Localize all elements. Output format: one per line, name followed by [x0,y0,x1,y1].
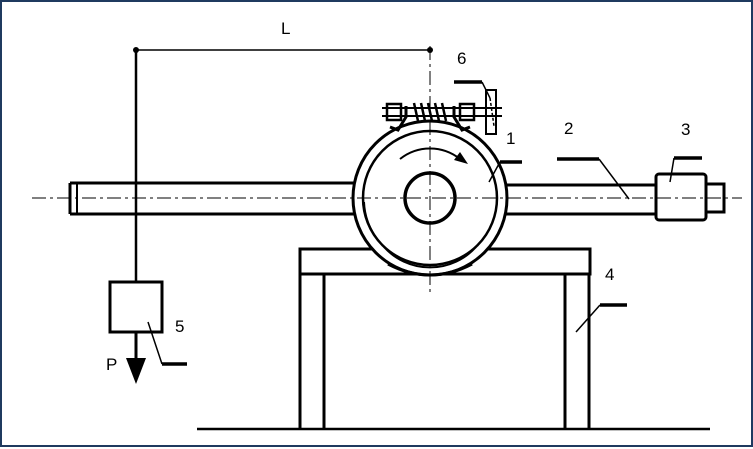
part-label-4: 4 [605,265,614,284]
part-label-3: 3 [681,120,690,139]
part-label-5: 5 [175,317,184,336]
dimension-line-L [133,47,433,53]
force-label-P: P [106,355,117,374]
leader-lines [147,80,702,366]
clamp-bolt-assembly [382,89,502,135]
dimension-label-L: L [281,19,290,38]
weight-hanger [108,51,164,384]
counterweight [654,172,726,222]
center-lines [32,46,742,292]
part-label-1: 1 [506,129,515,148]
part-label-6: 6 [457,49,466,68]
support-stand [298,247,592,429]
part-label-2: 2 [564,119,573,138]
lever-arm-right [499,183,656,216]
